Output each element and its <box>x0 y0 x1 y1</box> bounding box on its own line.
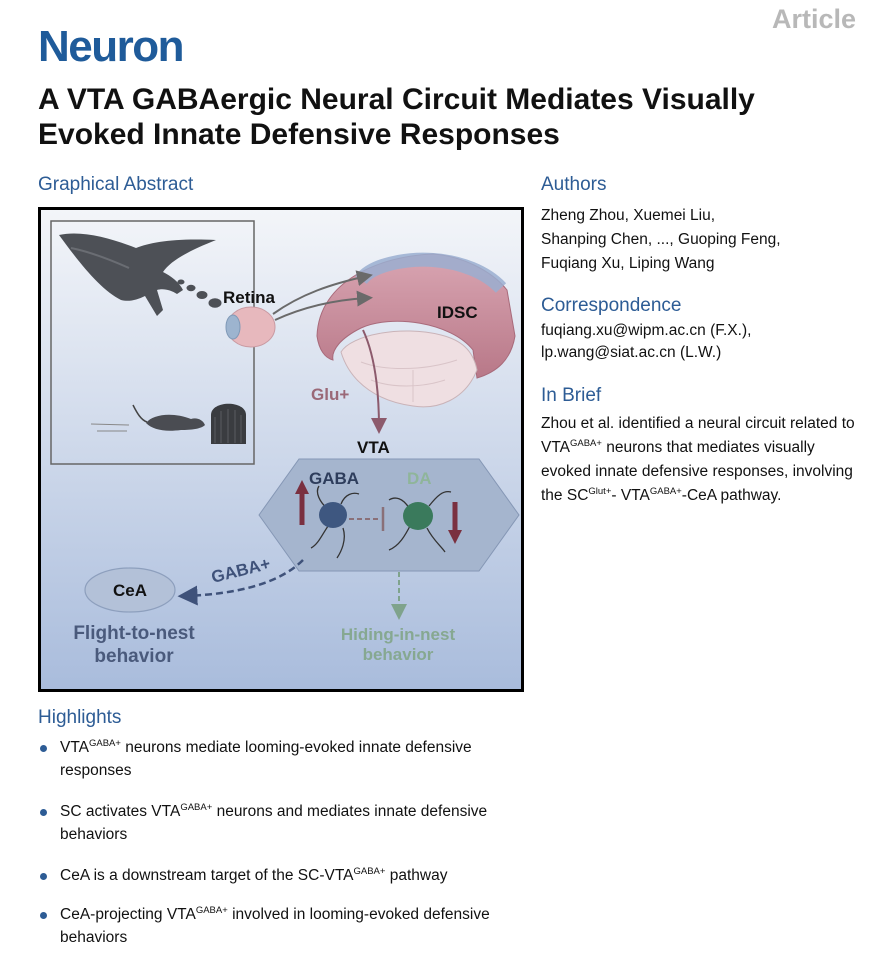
bullet-icon <box>40 745 47 752</box>
article-title: A VTA GABAergic Neural Circuit Mediates … <box>38 83 755 151</box>
retina-to-sc-arrow-lower <box>274 290 373 321</box>
article-type-label: Article <box>771 4 856 34</box>
vta-region <box>258 458 520 572</box>
cea-label: CeA <box>113 581 147 600</box>
mouse-icon <box>90 404 205 432</box>
eagle-icon <box>59 233 216 316</box>
highlight-item: VTAGABA+ neurons mediate looming-evoked … <box>38 736 538 782</box>
email-link-wang[interactable]: lp.wang@siat.ac.cn (L.W.) <box>541 344 722 361</box>
retina-label: Retina <box>223 288 276 307</box>
bullet-icon <box>40 873 47 880</box>
looming-dots-icon <box>177 279 222 308</box>
gaba-label: GABA <box>309 469 359 488</box>
authors-line[interactable]: Shanping Chen, ..., Guoping Feng, <box>541 231 781 248</box>
nest-icon <box>211 403 246 444</box>
authors-line[interactable]: Zheng Zhou, Xuemei Liu, <box>541 207 716 224</box>
vta-label: VTA <box>357 438 390 457</box>
retina-to-sc-arrow-upper <box>272 270 373 315</box>
in-brief-heading: In Brief <box>541 385 602 406</box>
glu-label: Glu+ <box>311 385 349 404</box>
correspondence-heading: Correspondence <box>541 295 682 316</box>
da-label: DA <box>407 469 432 488</box>
email-link-xu[interactable]: fuqiang.xu@wipm.ac.cn (F.X.), <box>541 322 752 339</box>
gaba-neuron-icon <box>310 485 360 559</box>
correspondence-emails: fuqiang.xu@wipm.ac.cn (F.X.), lp.wang@si… <box>541 320 751 364</box>
highlight-item: CeA is a downstream target of the SC-VTA… <box>38 864 538 887</box>
hiding-behavior-line1: Hiding-in-nest <box>341 625 456 644</box>
highlight-item: SC activates VTAGABA+ neurons and mediat… <box>38 800 538 846</box>
highlights-list: VTAGABA+ neurons mediate looming-evoked … <box>38 736 538 949</box>
authors-line[interactable]: Fuqiang Xu, Liping Wang <box>541 255 715 272</box>
bullet-icon <box>40 809 47 816</box>
eye-icon <box>225 306 276 348</box>
authors-list: Zheng Zhou, Xuemei Liu, Shanping Chen, .… <box>541 204 871 276</box>
graphical-abstract-figure: Retina IDSC Glu+ VTA GABA DA GABA+ CeA <box>38 207 524 692</box>
idsc-label: IDSC <box>437 303 478 322</box>
flight-behavior-line2: behavior <box>94 646 174 667</box>
highlights-heading: Highlights <box>38 707 122 728</box>
graphical-abstract-heading: Graphical Abstract <box>38 174 194 195</box>
in-brief-text: Zhou et al. identified a neural circuit … <box>541 415 855 504</box>
flight-behavior-line1: Flight-to-nest <box>73 623 195 644</box>
bullet-icon <box>40 912 47 919</box>
cea-region <box>84 567 176 613</box>
highlight-item: CeA-projecting VTAGABA+ involved in loom… <box>38 903 538 949</box>
hiding-behavior-line2: behavior <box>363 645 434 664</box>
journal-logo[interactable]: Neuron <box>38 22 185 71</box>
glu-arrow <box>362 329 387 434</box>
authors-heading: Authors <box>541 174 607 195</box>
da-neuron-icon <box>388 490 452 553</box>
